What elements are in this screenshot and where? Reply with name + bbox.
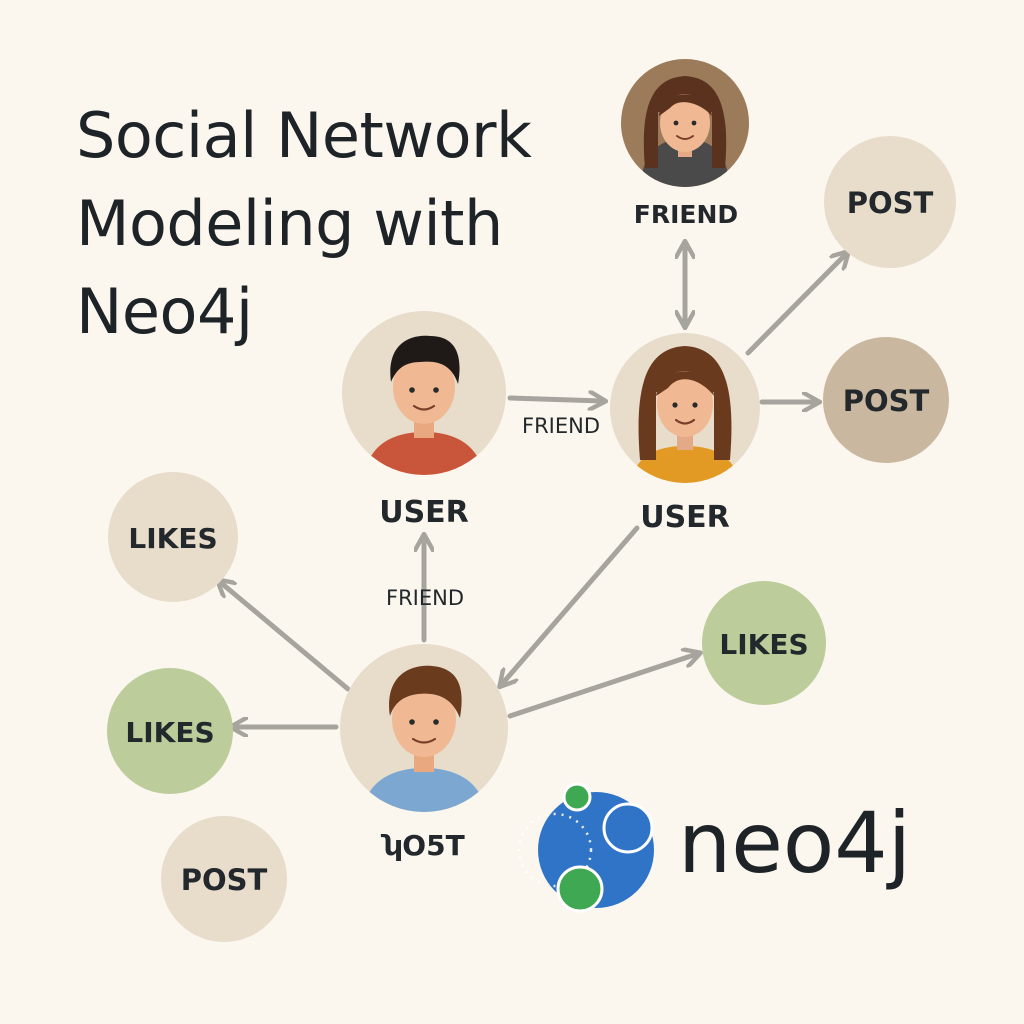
likes-node-top-left: LIKES	[108, 472, 238, 602]
edge-post-person-likes-top	[220, 582, 351, 692]
title-line-2: Modeling with	[76, 187, 503, 260]
post-top-right-label: POST	[847, 186, 934, 220]
edge-label-friend-right: FRIEND	[522, 414, 600, 438]
post-mid-right-label: POST	[843, 384, 930, 418]
post-node-bottom-left: POST	[161, 816, 287, 942]
edge-post-person-likes-right	[507, 654, 697, 719]
likes-node-right: LIKES	[702, 581, 826, 705]
post-bottom-left-label: POST	[181, 863, 268, 897]
user-right-node	[610, 333, 760, 483]
user-left-label: USER	[379, 495, 469, 530]
post-node-top-right: POST	[824, 136, 956, 268]
user-left-node	[342, 311, 506, 475]
friend-top-node	[621, 59, 749, 187]
neo4j-wordmark: neo4j	[678, 794, 911, 892]
edge-user-right-post-person	[502, 525, 640, 684]
likes-node-mid-left: LIKES	[107, 668, 233, 794]
user-right-label: USER	[640, 500, 730, 535]
woman-avatar-icon	[630, 346, 740, 483]
post-node-mid-right: POST	[823, 337, 949, 463]
friend-top-label: FRIEND	[634, 200, 738, 229]
likes-mid-left-label: LIKES	[125, 716, 214, 749]
likes-right-label: LIKES	[719, 628, 808, 661]
woman-avatar-icon	[640, 76, 730, 187]
page-title: Social Network Modeling with Neo4j	[76, 92, 636, 356]
likes-top-left-label: LIKES	[128, 522, 217, 555]
neo4j-logo-icon	[517, 782, 654, 913]
edge-label-friend-vertical: FRIEND	[386, 586, 464, 610]
title-line-1: Social Network	[76, 99, 532, 172]
edge-user-left-user-right	[507, 398, 602, 401]
post-person-node	[340, 644, 508, 812]
title-line-3: Neo4j	[76, 275, 253, 348]
man-avatar-icon	[364, 335, 484, 475]
man-avatar-icon	[362, 665, 486, 812]
edges	[220, 245, 846, 727]
post-person-label: ʮO5T	[380, 829, 464, 862]
edge-user-right-post-top	[745, 254, 846, 356]
